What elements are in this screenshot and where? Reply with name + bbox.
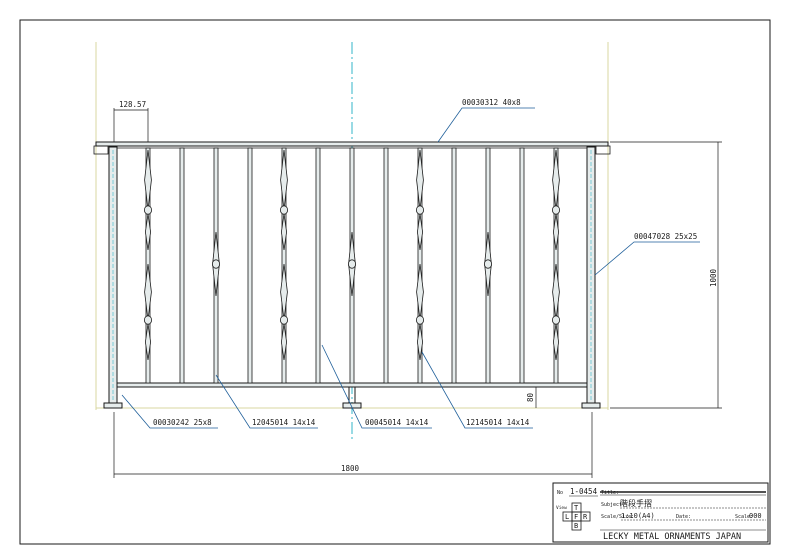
bottom-rail (116, 382, 588, 388)
baluster-bar-12 (519, 147, 525, 384)
baluster-b-label: 00045014 14x14 (365, 418, 429, 427)
baluster-9-upper-leaf (416, 213, 424, 251)
baluster-1-lower-knot (143, 315, 152, 325)
baluster-5-lower-leaf (280, 323, 288, 361)
left-post (108, 146, 118, 405)
baluster-3-knot (211, 259, 220, 269)
view-f: F (574, 513, 578, 521)
balusters-group (143, 147, 561, 384)
no-label: No (557, 490, 563, 496)
baluster-bar-6 (315, 147, 321, 384)
baluster-bar-4 (247, 147, 253, 384)
baluster-a-leader (215, 374, 318, 429)
post-leader (594, 241, 700, 276)
baluster-a-label: 12045014 14x14 (252, 418, 316, 427)
baluster-13-upper-knot (552, 205, 561, 215)
top-rail-label: 00030312 40x8 (462, 98, 521, 107)
company-name: LECKY METAL ORNAMENTS JAPAN (603, 532, 741, 542)
subject-text: 階段手摺 (620, 498, 652, 508)
baluster-c-label: 12145014 14x14 (466, 418, 530, 427)
bottom-rail-label: 00030242 25x8 (153, 418, 212, 427)
date-label: Date: (676, 514, 691, 520)
title-label: Title: (601, 490, 619, 496)
baluster-5-lower-knot (279, 315, 288, 325)
spacing-label: 128.57 (119, 100, 146, 109)
baluster-1-lower-leaf (144, 323, 152, 361)
drawing-no: 1-0454 (570, 487, 598, 496)
title-block: No 1-0454 Title: View Subject: 階段手摺 Scal… (552, 482, 769, 543)
baluster-bar-2 (179, 147, 185, 384)
right-base-plate (581, 402, 601, 409)
base-gap-label: 80 (526, 392, 535, 402)
baluster-11-knot (483, 259, 492, 269)
baluster-9-lower-leaf (416, 323, 424, 361)
view-b-box (571, 520, 582, 531)
height-label: 1000 (709, 268, 718, 287)
baluster-1-upper-leaf (144, 213, 152, 251)
baluster-1-upper-knot (143, 205, 152, 215)
bottom-rail-leader (121, 394, 218, 429)
scale-no-label: Scale: (735, 514, 753, 520)
baluster-5-upper-leaf (280, 213, 288, 251)
baluster-13-upper-leaf (552, 213, 560, 251)
scale-text: 1:10(A4) (621, 512, 655, 520)
right-post (586, 146, 596, 405)
scale-no: 000 (749, 512, 762, 520)
sheet-border (19, 19, 771, 545)
baluster-c-leader (421, 351, 533, 429)
scale-label: Scale/Size: (601, 514, 634, 520)
view-r: R (583, 513, 588, 521)
right-end-cap (595, 145, 611, 155)
subject-label: Subject: (601, 502, 625, 508)
view-t: T (574, 504, 579, 512)
baluster-9-lower-knot (415, 315, 424, 325)
left-end-cap (93, 145, 109, 155)
view-r-box (580, 511, 591, 522)
baluster-b-leader (321, 344, 432, 429)
top-rail (95, 141, 609, 147)
baluster-5-upper-knot (279, 205, 288, 215)
baluster-bar-10 (451, 147, 457, 384)
baluster-bar-8 (383, 147, 389, 384)
view-l: L (565, 513, 569, 521)
view-label: View (556, 505, 567, 511)
baluster-13-lower-knot (552, 315, 561, 325)
title-block-frame (552, 482, 769, 543)
baluster-7-knot (347, 259, 356, 269)
left-base-plate (103, 402, 123, 409)
top-rail-leader (437, 107, 535, 143)
post-label: 00047028 25x25 (634, 232, 697, 241)
width-label: 1800 (341, 464, 360, 473)
view-b: B (574, 522, 578, 530)
baluster-13-lower-leaf (552, 323, 560, 361)
baluster-9-upper-knot (415, 205, 424, 215)
